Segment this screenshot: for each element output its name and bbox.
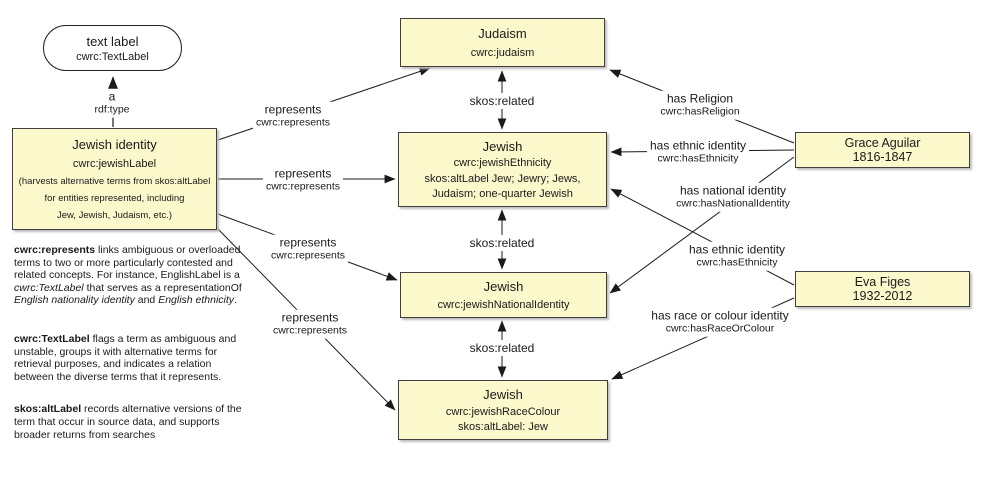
edge-property-uri: cwrc:represents (272, 324, 348, 337)
node-title: Grace Aguilar (844, 135, 921, 150)
node-title: Jewish (482, 138, 523, 154)
node-altlabel-line: skos:altLabel Jew; Jewry; Jews, (424, 172, 581, 185)
node-subtitle: cwrc:jewishRaceColour (445, 405, 561, 418)
edge-label-text: represents (281, 310, 339, 325)
note-text: records alternative versions of the term… (14, 403, 242, 441)
edge-has-national-identity-line (609, 156, 795, 294)
edge-label-text: a (108, 89, 116, 104)
note-text: and (134, 294, 159, 307)
edge-label-text: has ethnic identity (688, 242, 786, 257)
edge-label-text: skos:related (469, 93, 535, 108)
node-eva-figes: Eva Figes 1932-2012 (795, 271, 970, 307)
edge-label-represents-3: represents cwrc:represents (267, 234, 349, 264)
edge-label-text: represents (279, 235, 337, 250)
node-subtitle: cwrc:jewishLabel (72, 158, 157, 170)
node-jewish-ethnicity: Jewish cwrc:jewishEthnicity skos:altLabe… (398, 132, 607, 207)
edge-property-uri: cwrc:hasRaceOrColour (665, 322, 775, 335)
node-title: Judaism (478, 26, 527, 42)
node-altlabel-line: skos:altLabel: Jew (458, 421, 548, 434)
note-text: . (234, 294, 237, 307)
edge-label-rdf-type: a rdf:type (91, 88, 133, 118)
node-jewish-race-colour: Jewish cwrc:jewishRaceColour skos:altLab… (398, 380, 608, 440)
edge-label-text: represents (264, 102, 322, 117)
note-text: flags a term as ambiguous and unstable, … (14, 332, 237, 383)
edge-label-represents-4: represents cwrc:represents (269, 309, 351, 339)
node-subtitle: cwrc:jewishNationalIdentity (437, 298, 570, 311)
edge-property-uri: cwrc:hasEthnicity (657, 152, 739, 165)
node-text-label: text label cwrc:TextLabel (43, 25, 182, 71)
node-note-line: (harvests alternative terms from skos:al… (18, 176, 211, 187)
edge-label-represents-1: represents cwrc:represents (252, 101, 334, 131)
note-text-italic: English ethnicity (158, 294, 235, 307)
node-subtitle: cwrc:TextLabel (76, 50, 149, 63)
edge-label-has-national-identity: has national identity cwrc:hasNationalId… (673, 182, 793, 212)
edge-label-text: represents (274, 166, 332, 181)
edge-label-skos-related-3: skos:related (466, 339, 538, 357)
note-term: cwrc:represents (14, 244, 96, 256)
note-cwrc-represents: cwrc:represents links ambiguous or overl… (14, 244, 246, 307)
note-term: skos:altLabel (14, 403, 82, 416)
edge-label-text: has national identity (679, 183, 787, 198)
edge-label-has-ethnic-identity-1: has ethnic identity cwrc:hasEthnicity (646, 137, 750, 167)
node-judaism: Judaism cwrc:judaism (400, 18, 605, 67)
edge-label-skos-related-1: skos:related (466, 92, 538, 110)
notes-panel: cwrc:represents links ambiguous or overl… (14, 244, 246, 441)
node-altlabel-line: Judaism; one-quarter Jewish (432, 188, 573, 201)
node-title: Jewish (483, 386, 523, 402)
note-cwrc-textlabel: cwrc:TextLabel flags a term as ambiguous… (14, 333, 246, 383)
note-text: that serves as a representationOf (83, 281, 242, 294)
node-jewish-national-identity: Jewish cwrc:jewishNationalIdentity (400, 272, 607, 318)
edge-property-uri: cwrc:represents (270, 249, 346, 262)
edge-label-text: has race or colour identity (651, 308, 789, 323)
edge-property-uri: rdf:type (94, 103, 130, 116)
edge-label-has-religion: has Religion cwrc:hasReligion (657, 90, 743, 120)
note-text-italic: cwrc:TextLabel (14, 281, 84, 294)
edge-label-text: has Religion (666, 91, 734, 106)
edge-label-represents-2: represents cwrc:represents (262, 165, 344, 195)
edge-label-skos-related-2: skos:related (466, 234, 538, 252)
node-title: Jewish (483, 279, 524, 295)
node-subtitle: 1932-2012 (852, 289, 913, 304)
edge-label-has-race-or-colour: has race or colour identity cwrc:hasRace… (648, 307, 792, 337)
node-title: Jewish identity (72, 137, 157, 152)
edge-property-uri: cwrc:hasEthnicity (696, 256, 778, 269)
node-title: text label (86, 33, 139, 49)
note-text-italic: English nationality identity (14, 294, 135, 307)
edge-label-text: has ethnic identity (649, 138, 747, 153)
edge-label-has-ethnic-identity-2: has ethnic identity cwrc:hasEthnicity (685, 241, 789, 271)
edge-property-uri: cwrc:hasNationalIdentity (676, 197, 790, 210)
edge-label-text: skos:related (469, 235, 535, 250)
node-subtitle: cwrc:judaism (470, 46, 535, 59)
node-jewish-identity: Jewish identity cwrc:jewishLabel (harves… (12, 128, 217, 230)
note-text: links ambiguous or overloaded terms to t… (14, 244, 241, 282)
edge-property-uri: cwrc:represents (265, 180, 341, 193)
node-note-line: for entities represented, including (44, 193, 185, 204)
note-skos-altlabel: skos:altLabel records alternative versio… (14, 403, 246, 441)
node-note-line: Jew, Jewish, Judaism, etc.) (56, 210, 173, 221)
node-title: Eva Figes (854, 274, 911, 289)
node-subtitle: cwrc:jewishEthnicity (453, 157, 552, 170)
edge-property-uri: cwrc:represents (255, 116, 331, 129)
edge-property-uri: cwrc:hasReligion (660, 105, 740, 118)
edge-label-text: skos:related (469, 340, 535, 355)
note-term: cwrc:TextLabel (14, 332, 90, 345)
node-subtitle: 1816-1847 (852, 150, 913, 165)
node-grace-aguilar: Grace Aguilar 1816-1847 (795, 132, 970, 168)
